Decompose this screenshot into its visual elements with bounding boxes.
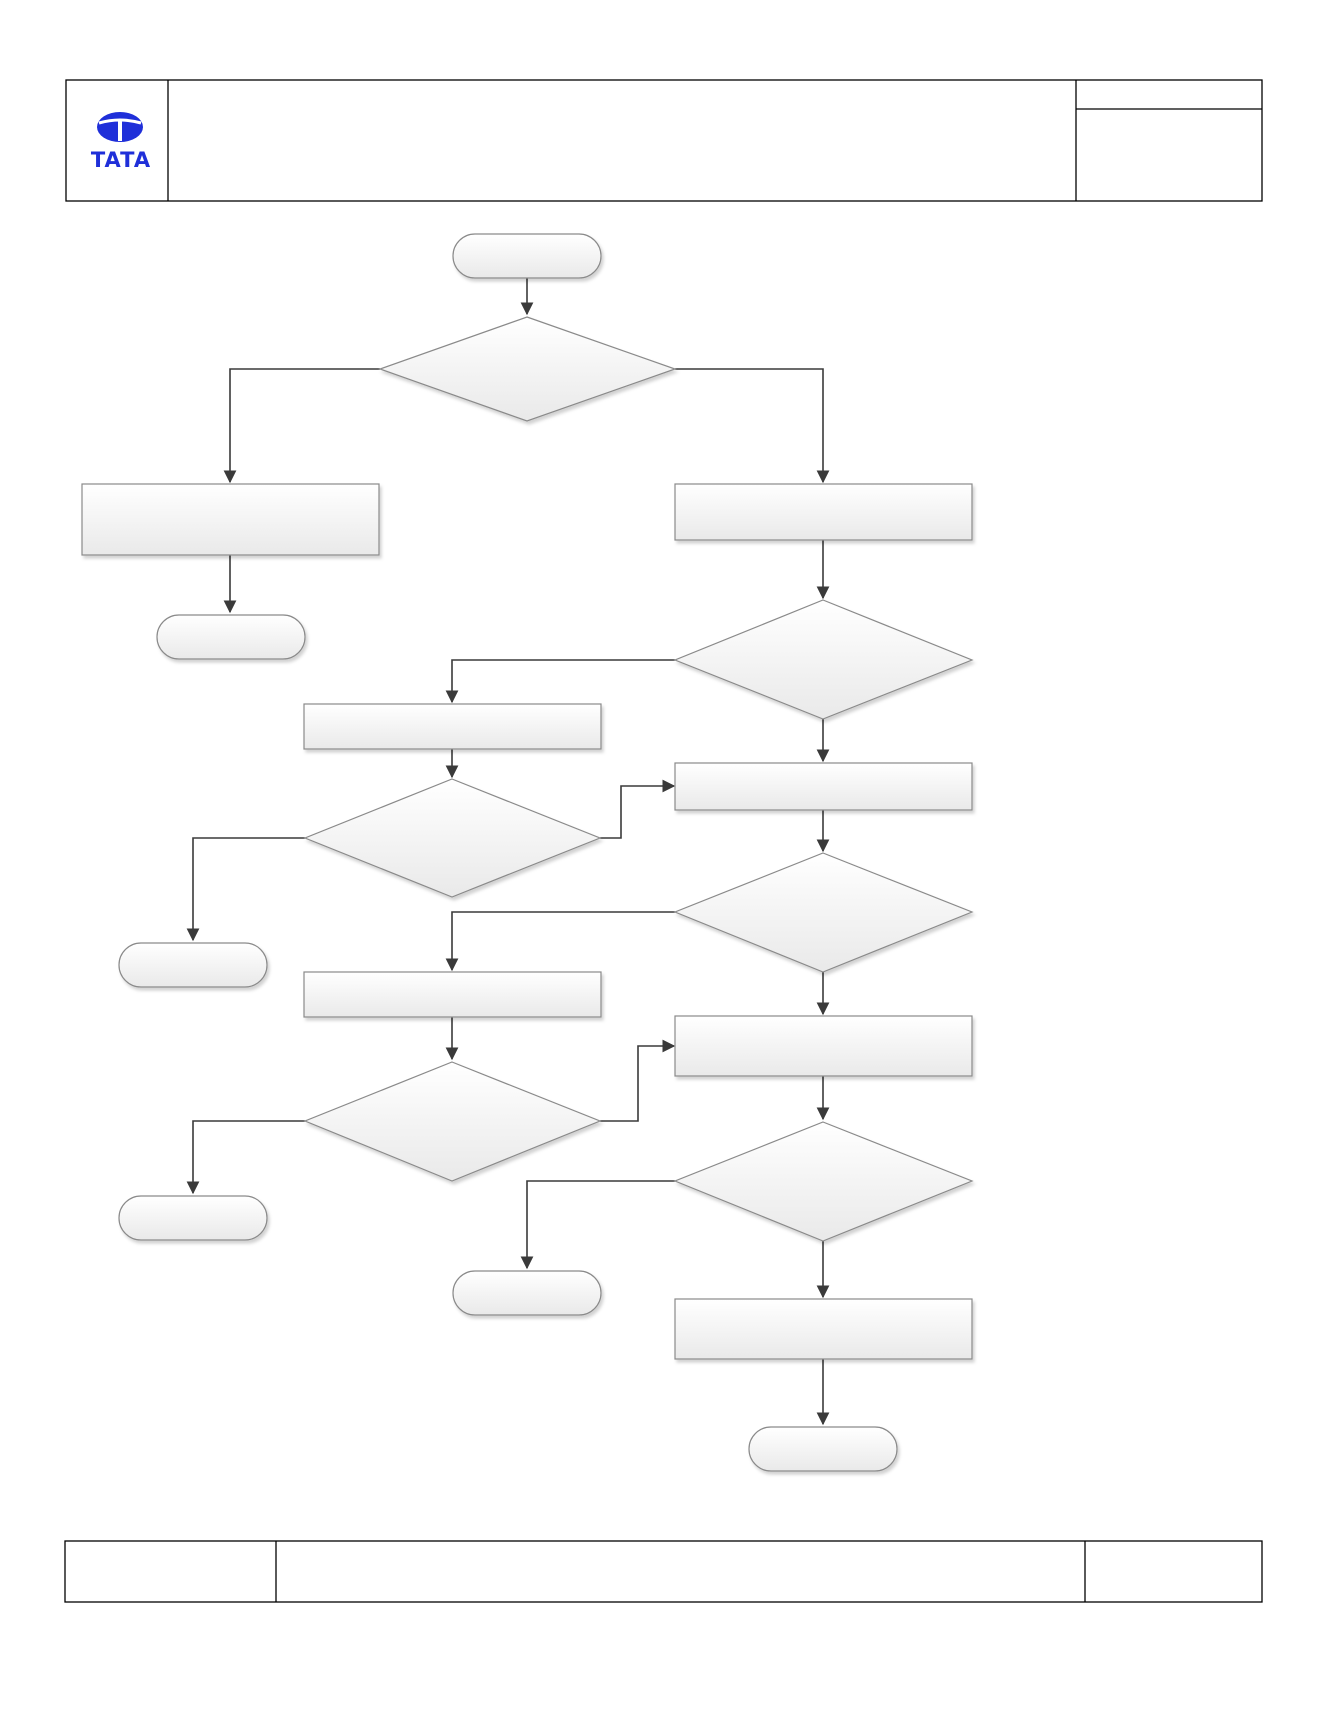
decision-3 — [303, 778, 602, 898]
process-mid-1 — [303, 703, 602, 750]
decision-6 — [673, 1121, 974, 1242]
edge-decision-3-process-right-2 — [600, 779, 676, 839]
edge-decision-5-process-right-3 — [600, 1039, 676, 1122]
process-left-1 — [81, 483, 380, 556]
terminator-end-left-1 — [156, 614, 306, 660]
header-frame — [65, 79, 1263, 202]
process-mid-2 — [303, 971, 602, 1018]
tata-logo-text: TATA — [91, 148, 151, 172]
terminator-start — [452, 233, 602, 279]
header-block: TATA — [65, 79, 1263, 202]
edge-decision-1-process-left-1 — [223, 368, 380, 484]
connectors — [186, 278, 830, 1426]
process-right-3 — [674, 1015, 973, 1077]
decision-4 — [673, 852, 974, 973]
edge-decision-3-end-left-2 — [186, 837, 305, 942]
footer-block — [64, 1540, 1263, 1603]
edge-decision-2-process-mid-1 — [445, 659, 675, 704]
decision-5 — [303, 1061, 602, 1182]
tata-logo: TATA — [91, 112, 151, 172]
terminator-end-mid — [452, 1270, 602, 1316]
edge-decision-6-end-mid — [520, 1180, 675, 1270]
edge-decision-4-process-mid-2 — [445, 911, 675, 972]
decision-2 — [673, 599, 974, 720]
tata-emblem-icon — [97, 112, 143, 142]
flowchart-shapes — [81, 233, 974, 1472]
edge-decision-5-end-left-3 — [186, 1120, 305, 1195]
decision-1 — [378, 316, 677, 422]
terminator-end-final — [748, 1426, 898, 1472]
process-right-2 — [674, 762, 973, 811]
terminator-end-left-2 — [118, 942, 268, 988]
process-right-4 — [674, 1298, 973, 1360]
terminator-end-left-3 — [118, 1195, 268, 1241]
edge-decision-1-process-right-1 — [675, 368, 830, 484]
footer-frame — [64, 1540, 1263, 1603]
process-right-1 — [674, 483, 973, 541]
